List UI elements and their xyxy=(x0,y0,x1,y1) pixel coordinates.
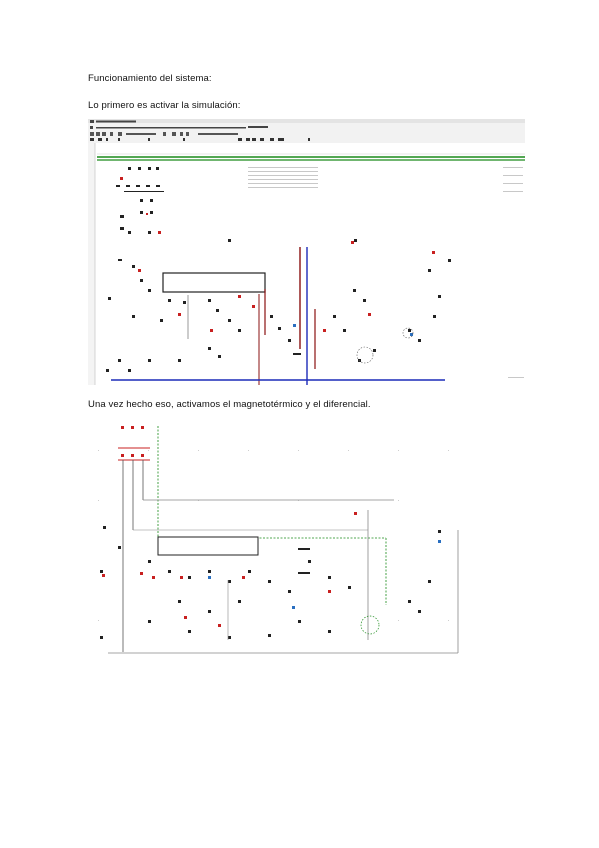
simulator-screenshot-figure xyxy=(88,119,525,385)
schematic-editor-image xyxy=(88,119,525,385)
section-heading: Funcionamiento del sistema: xyxy=(88,73,212,84)
step2-text: Una vez hecho eso, activamos el magnetot… xyxy=(88,399,371,410)
schematic-circuit-image xyxy=(88,420,468,660)
schematic-figure xyxy=(88,420,468,660)
step1-text: Lo primero es activar la simulación: xyxy=(88,100,241,111)
empty-box-2 xyxy=(157,536,259,556)
empty-box xyxy=(162,272,266,293)
